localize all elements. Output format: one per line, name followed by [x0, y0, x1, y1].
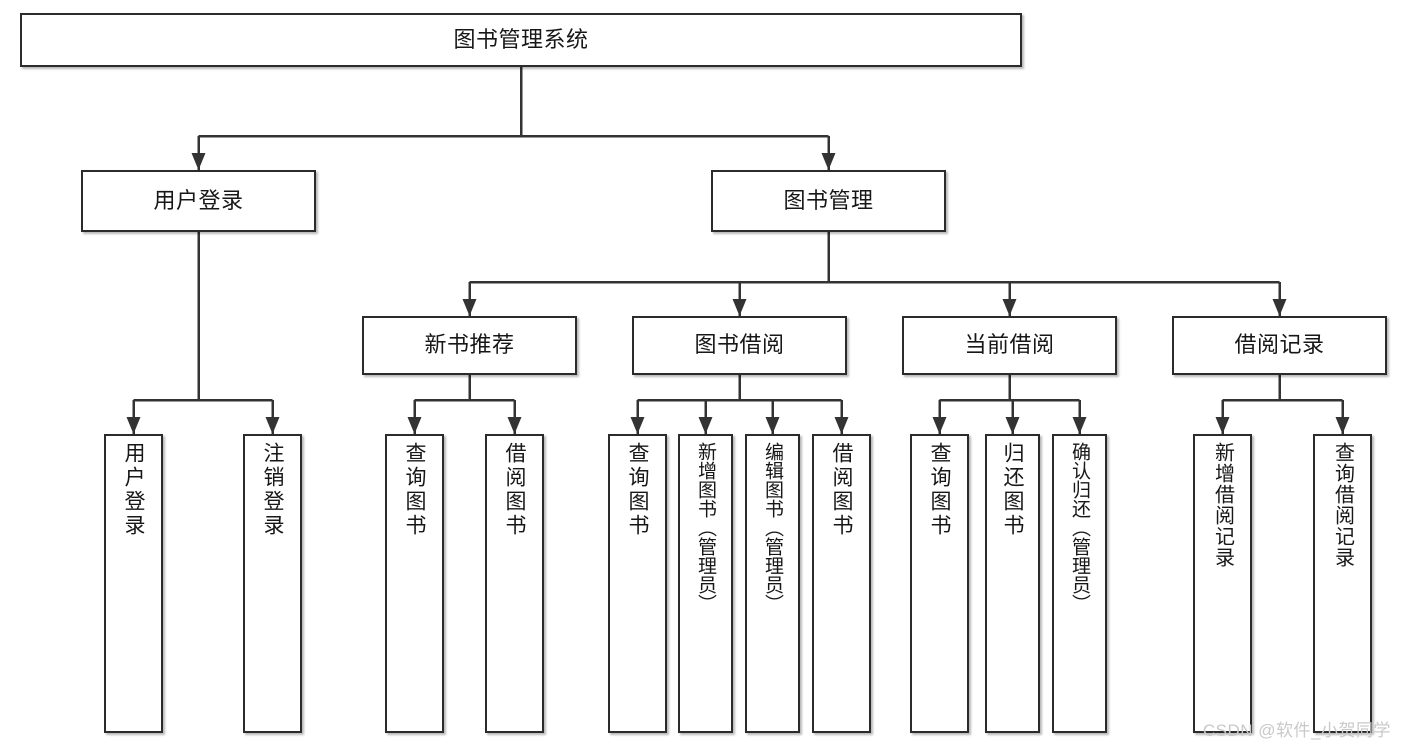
node-label: 新增借阅记录 — [1211, 442, 1234, 568]
node-label: 注销登录 — [261, 442, 284, 538]
node-label: 图书借阅 — [694, 332, 785, 358]
node-label: 查询图书 — [626, 442, 649, 538]
node-label: 新书推荐 — [424, 332, 515, 358]
node-label: 当前借阅 — [964, 332, 1055, 358]
node-login[interactable]: 用户登录 — [81, 170, 316, 232]
node-l_addrec[interactable]: 新增借阅记录 — [1193, 434, 1252, 733]
node-label: 查询借阅记录 — [1331, 442, 1354, 568]
node-label: 编辑图书（管理员） — [762, 442, 783, 613]
node-label: 归还图书 — [1001, 442, 1024, 538]
node-label: 图书管理 — [783, 187, 874, 213]
node-l_qrec[interactable]: 查询借阅记录 — [1313, 434, 1372, 733]
node-l_q1[interactable]: 查询图书 — [385, 434, 444, 733]
node-l_edit[interactable]: 编辑图书（管理员） — [745, 434, 800, 733]
node-borrow[interactable]: 图书借阅 — [632, 316, 847, 375]
node-label: 查询图书 — [928, 442, 951, 538]
node-label: 确认归还（管理员） — [1069, 442, 1090, 613]
node-current[interactable]: 当前借阅 — [902, 316, 1117, 375]
node-l_b1[interactable]: 借阅图书 — [485, 434, 544, 733]
node-label: 借阅记录 — [1234, 332, 1325, 358]
node-l_add[interactable]: 新增图书（管理员） — [678, 434, 733, 733]
node-label: 新增图书（管理员） — [695, 442, 716, 613]
node-l_b2[interactable]: 借阅图书 — [812, 434, 871, 733]
node-label: 用户登录 — [153, 187, 244, 213]
node-label: 图书管理系统 — [453, 26, 589, 52]
node-label: 查询图书 — [403, 442, 426, 538]
node-records[interactable]: 借阅记录 — [1172, 316, 1387, 375]
node-label: 借阅图书 — [503, 442, 526, 538]
node-l_conf[interactable]: 确认归还（管理员） — [1052, 434, 1107, 733]
node-l_ret[interactable]: 归还图书 — [985, 434, 1040, 733]
node-label: 借阅图书 — [830, 442, 853, 538]
node-newbook[interactable]: 新书推荐 — [362, 316, 577, 375]
node-bookmgmt[interactable]: 图书管理 — [711, 170, 946, 232]
node-l_logout[interactable]: 注销登录 — [243, 434, 302, 733]
node-l_login[interactable]: 用户登录 — [104, 434, 163, 733]
node-root[interactable]: 图书管理系统 — [20, 13, 1022, 67]
node-l_q2[interactable]: 查询图书 — [608, 434, 667, 733]
watermark: CSDN @软件_小贺同学 — [1202, 721, 1391, 740]
node-label: 用户登录 — [122, 442, 145, 538]
node-l_q3[interactable]: 查询图书 — [910, 434, 969, 733]
